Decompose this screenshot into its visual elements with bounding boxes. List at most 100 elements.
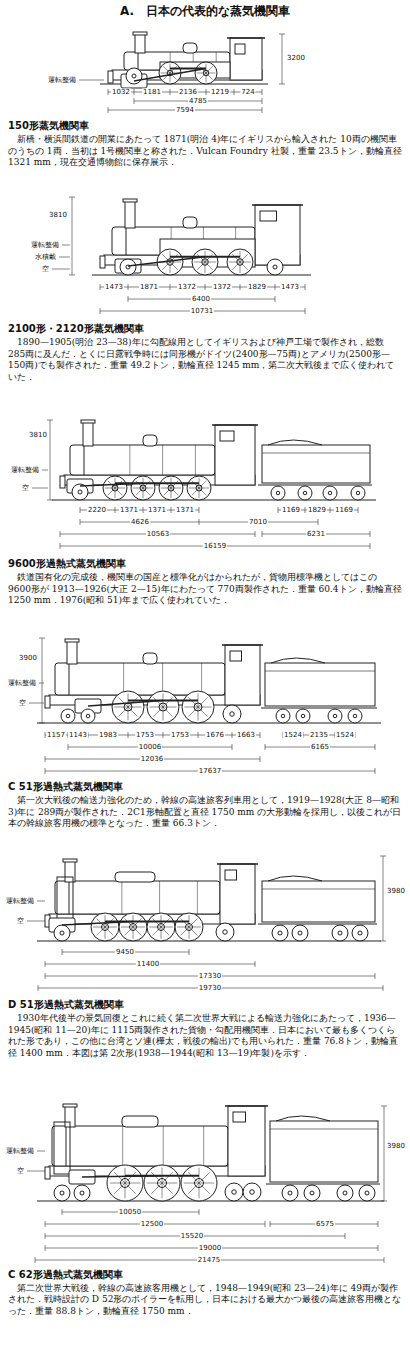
dimension-value: 21475 [197,1256,221,1263]
wheel [126,68,142,84]
dimension-line [100,287,305,288]
steam-dome [143,653,157,664]
dimension-tick [134,89,135,95]
dimension-tick [38,985,39,991]
boiler [70,445,215,475]
wheel-hub [356,491,360,495]
dimension-tick [100,308,101,314]
wheel [147,913,175,941]
dimension-value: 10731 [190,308,214,315]
buffer-beam [60,476,65,488]
dimension-value: 3810 [48,212,68,219]
dimension-tick [378,1221,379,1227]
dimension-tick [170,284,171,290]
cab [215,425,255,485]
dimension-tick [128,732,129,738]
dimension-tick [375,768,376,774]
dimension-value: 1829 [307,506,327,513]
dimension-tick [39,637,45,638]
dimension-value: 12500 [140,1220,164,1227]
dimension-value: 12036 [140,755,164,762]
wheel-hub [132,74,136,78]
dimension-value: 6231 [306,530,326,537]
boiler-band [162,663,163,695]
dimension-tick [60,543,61,549]
steam-dome [122,1116,158,1127]
dimension-tick [234,89,235,95]
boiler-band [129,445,130,475]
wheel [112,691,144,723]
locomotive-drawing [0,1066,410,1266]
section-heading: 2100形・2120形蒸気機関車 [8,322,402,336]
dimension-tick [262,531,263,537]
leader-line [42,469,48,470]
dimension-tick [262,98,263,104]
boiler [52,1126,228,1166]
cab-window [230,651,242,661]
dimension-tick [62,949,63,955]
dimension-value: 1371 [147,506,167,513]
smokebox-seam [126,227,127,255]
dimension-tick [305,308,306,314]
wheel [304,1185,320,1201]
dimension-tick [262,107,263,113]
dimension-tick [45,1221,46,1227]
chimney-cap [123,199,137,202]
smokebox-seam [138,52,139,70]
description-text: 第二次世界大戦後，幹線の高速旅客用機として，1948—1949(昭和 23—24… [8,1283,402,1318]
main-rod [128,257,205,266]
description-text: 鉄道国有化の完成後，機関車の国産と標準化がはかられたが，貨物用標準機としてはこの… [8,572,402,607]
cab-roof [225,1105,268,1107]
dimension-tick [370,531,371,537]
coal-heap [276,1116,330,1121]
tender-frame [258,484,372,485]
dimension-tick [198,732,199,738]
tender-body [270,1121,378,1182]
dimension-value: 9450 [115,948,135,955]
smokebox-seam [84,445,85,475]
dimension-value: 15520 [180,1232,204,1239]
coal-heap [268,440,322,445]
steam-dome [115,872,155,882]
dimension-tick [380,855,386,856]
dimension-tick [62,1209,63,1215]
wheel-hub [86,714,90,718]
state-label: 空 [16,917,25,924]
wheel [74,1185,90,1201]
tender-frame [258,923,377,924]
dimension-tick [240,284,241,290]
dimension-line [42,638,43,723]
wheel [243,1183,261,1201]
wheel [103,476,127,500]
wheel [223,705,241,723]
cab-window [233,1112,246,1122]
description-text: 新橋・横浜間鉄道の開業にあたって 1871(明治 4)年にイギリスから輸入された… [8,134,402,169]
boiler-band [123,663,124,695]
wheel-hub [301,714,305,718]
dimension-tick [143,507,144,513]
dimension-tick [108,107,109,113]
dimension-tick [80,507,81,513]
state-label: 運転整備 [10,466,40,473]
dimension-value: 1473 [280,284,300,291]
dimension-tick [232,744,233,750]
state-label: 空 [41,266,50,273]
leader-line [52,269,70,270]
dimension-line [282,34,283,84]
buffer-beam [45,696,50,708]
wheel [351,486,365,500]
state-label: 運転整備 [5,1147,35,1154]
dimension-value: 3810 [28,431,48,438]
boiler-band [121,881,122,914]
cab-window [260,211,277,221]
dimension-tick [383,985,384,991]
wheel [120,259,136,275]
wheel-hub [303,491,307,495]
dimension-tick [115,507,116,513]
main-rod [80,483,143,486]
dimension-tick [35,1257,36,1263]
dimension-tick [170,89,171,95]
dimension-tick [345,1233,346,1239]
dimension-value: 1983 [98,731,118,738]
dimension-value: 1676 [205,731,225,738]
